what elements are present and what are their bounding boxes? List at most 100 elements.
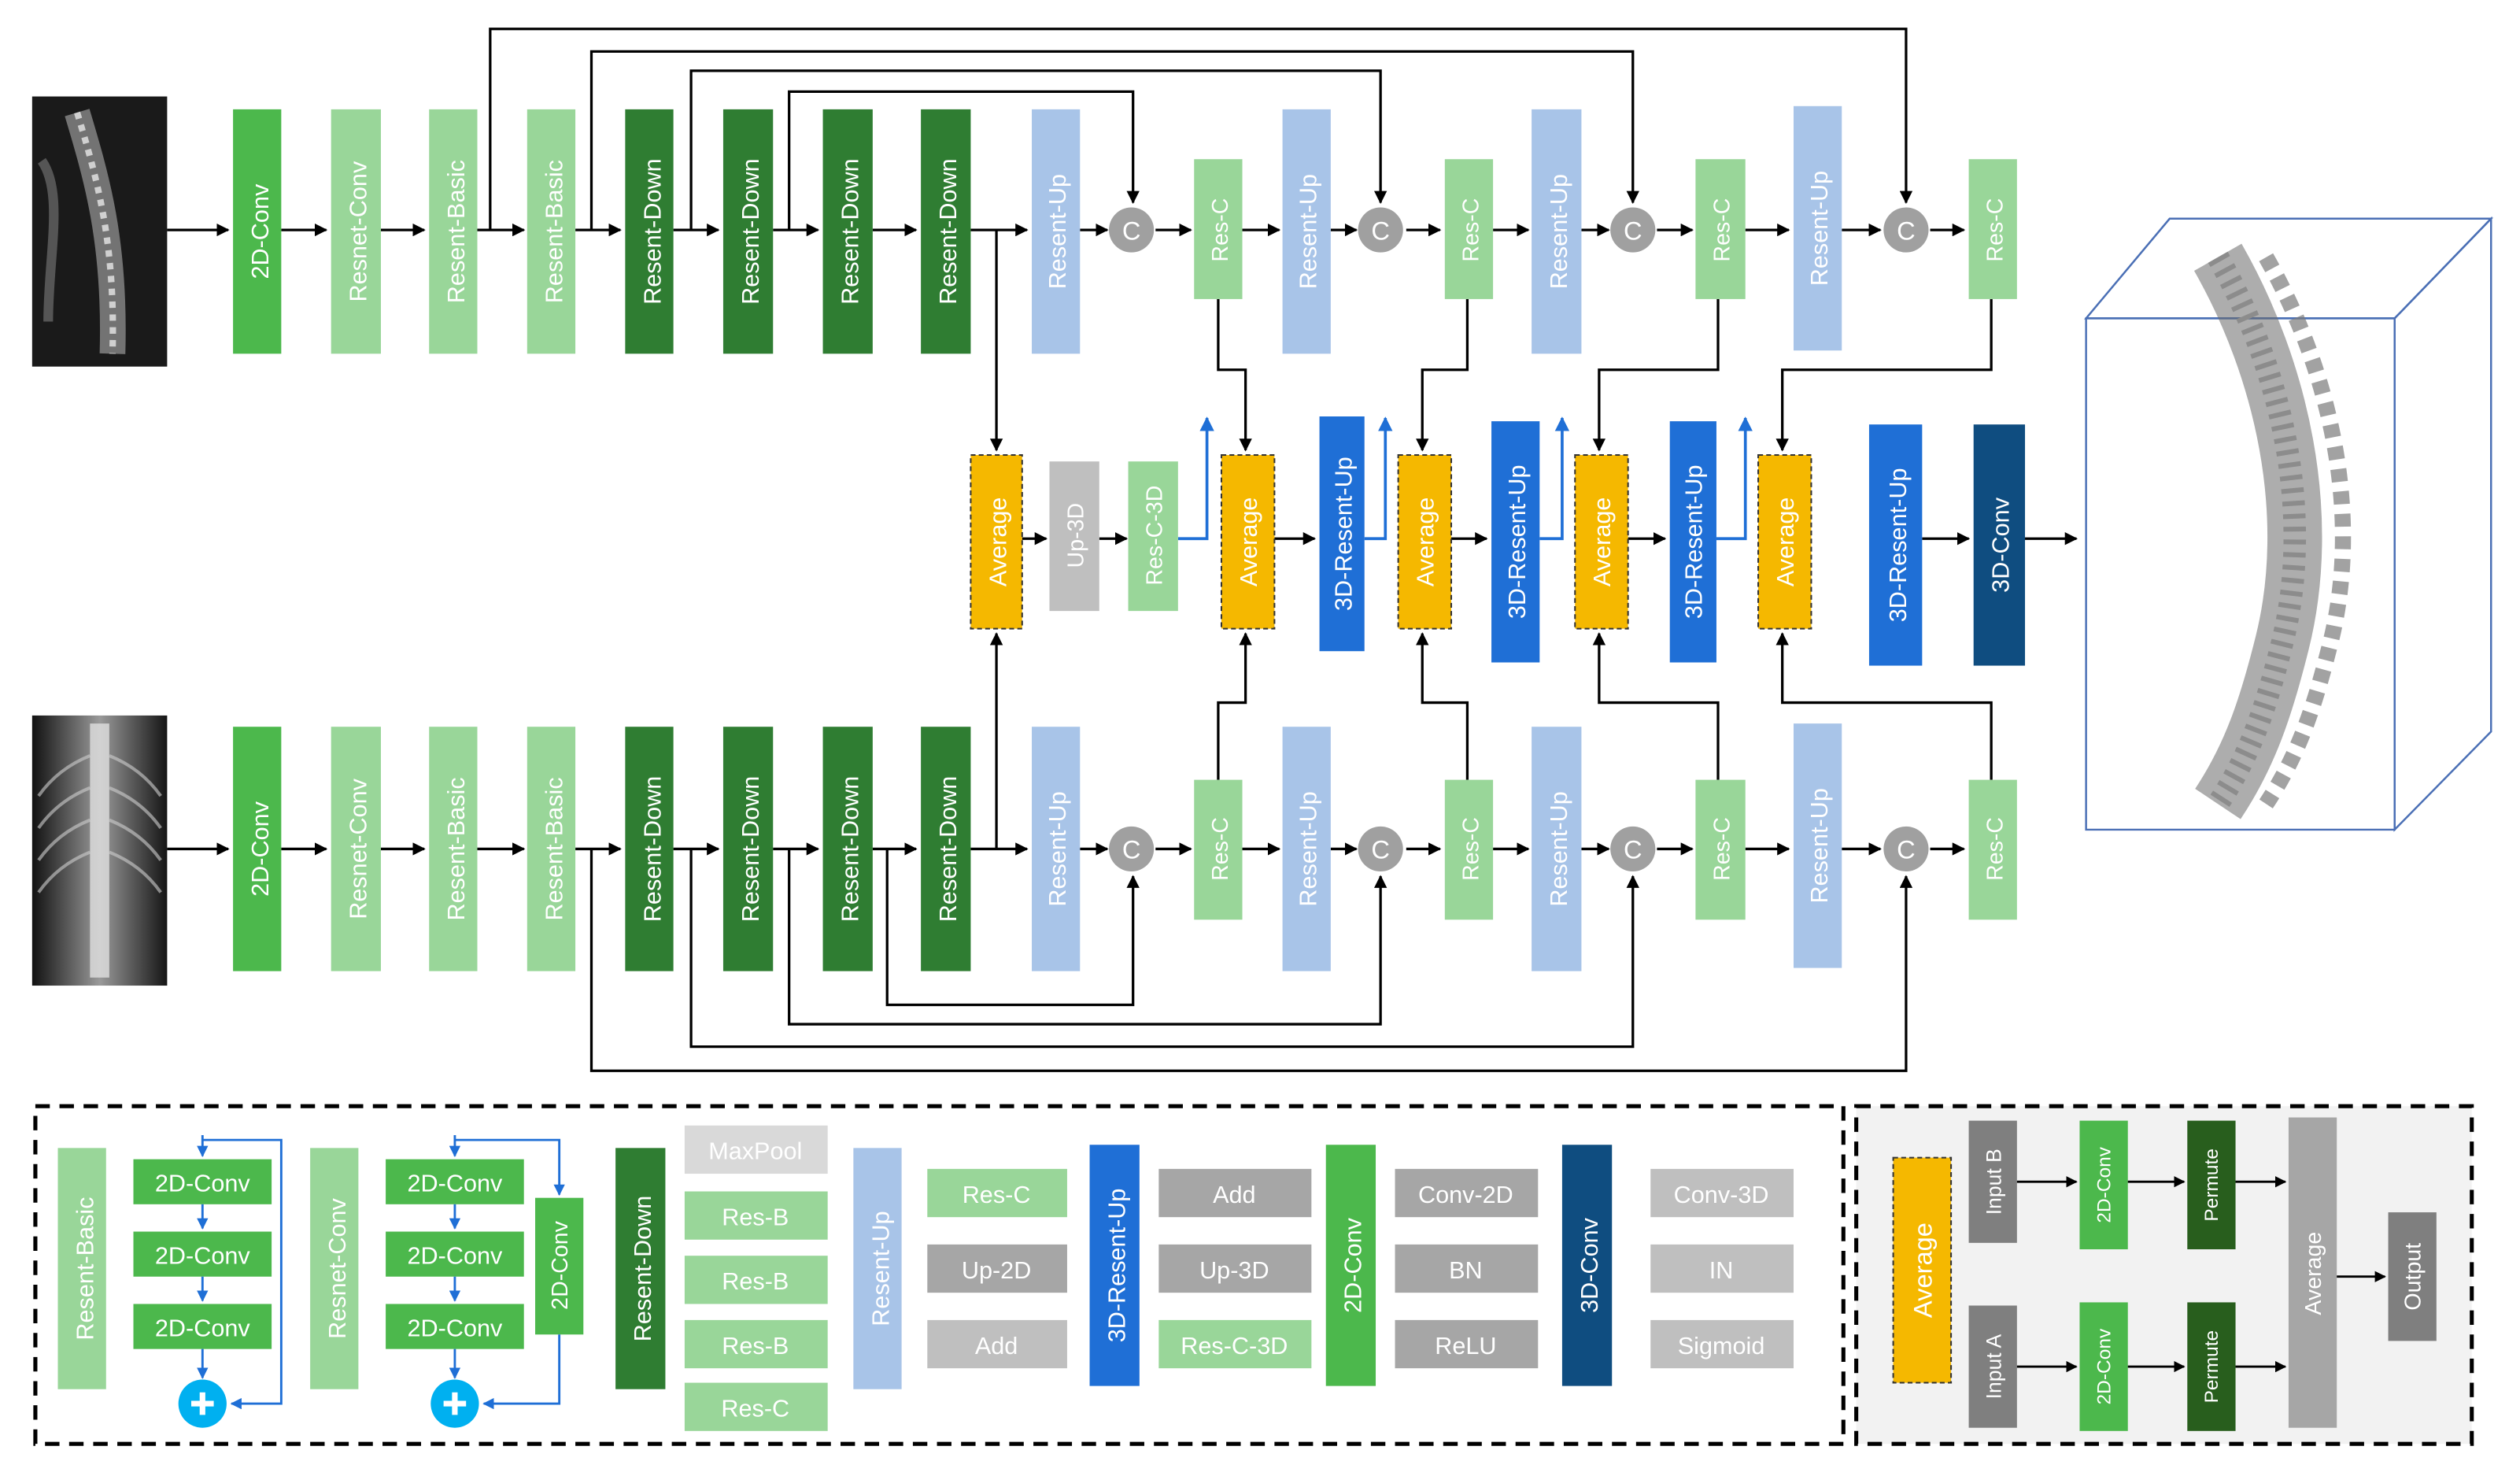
legend-resent-basic: Resent-Basic 2D-Conv 2D-Conv 2D-Conv [57, 1134, 283, 1428]
top-resent-up-block-3: Resent-Up [1532, 109, 1582, 354]
block-label: 2D-Conv [247, 801, 274, 897]
block-label: Res-C [1208, 817, 1233, 881]
legend-title: Resent-Up [867, 1211, 894, 1326]
layer-label: 2D-Conv [155, 1315, 251, 1341]
bottom-concat-node-2: C [1358, 826, 1403, 872]
top-resent-up-block-2: Resent-Up [1282, 109, 1331, 354]
layer-label: Res-B [722, 1268, 789, 1295]
layer-label: Add [1213, 1182, 1255, 1208]
bottom-concat-node-1: C [1109, 826, 1155, 872]
block-label: Resent-Down [935, 776, 962, 923]
bottom-res-c-block-1: Res-C [1194, 779, 1243, 920]
top-res-c-block-4: Res-C [1968, 159, 2017, 299]
lateral-xray-image [31, 96, 168, 367]
block-label: Average [1772, 498, 1799, 587]
block-label: Resent-Basic [541, 160, 568, 303]
layer-label: ReLU [1435, 1333, 1496, 1359]
block-label: Resnet-Conv [345, 161, 372, 301]
layer-label: Res-C [721, 1395, 789, 1422]
middle-average-block-1: Average [970, 454, 1023, 630]
legend-title: 3D-Conv [1576, 1217, 1603, 1313]
block-label: Average [985, 498, 1011, 587]
legend-resent-up: Resent-Up Res-C Up-2D Add [853, 1148, 1067, 1389]
bottom-res-c-block-3: Res-C [1695, 779, 1746, 920]
layer-label: 2D-Conv [407, 1315, 503, 1341]
block-label: Resent-Down [639, 158, 666, 305]
block-label: Res-C [1459, 817, 1484, 881]
top-resent-down-block-2: Resent-Down [722, 109, 774, 354]
block-label: Resnet-Conv [345, 778, 372, 919]
block-label: Resent-Up [1295, 174, 1321, 289]
block-label: Resent-Up [1546, 174, 1572, 289]
block-label: Resent-Up [1295, 791, 1321, 906]
middle-3d-resent-up-block-2: 3D-Resent-Up [1491, 421, 1540, 663]
conv-label: 2D-Conv [2093, 1146, 2115, 1223]
block-label: Resent-Up [1806, 788, 1833, 903]
bottom-resent-basic-block-1: Resent-Basic [429, 727, 478, 971]
top-concat-node-3: C [1610, 207, 1656, 253]
permute-label: Permute [2201, 1149, 2223, 1222]
middle-3d-resent-up-block-4: 3D-Resent-Up [1868, 424, 1923, 666]
legend-title: Resent-Down [630, 1196, 656, 1342]
concat-label: C [1624, 216, 1642, 245]
middle-up-3d-block: Up-3D [1049, 461, 1099, 612]
block-label: Resent-Basic [443, 160, 470, 303]
top-resent-up-block-1: Resent-Up [1032, 109, 1081, 354]
legend-title: Average [1908, 1223, 1938, 1318]
block-label: 3D-Resent-Up [1681, 464, 1708, 619]
top-resent-down-block-3: Resent-Down [822, 109, 873, 354]
bottom-res-c-block-2: Res-C [1444, 779, 1494, 920]
top-resent-down-block-1: Resent-Down [625, 109, 674, 354]
block-label: Resent-Basic [541, 777, 568, 920]
bottom-resent-up-block-2: Resent-Up [1282, 727, 1331, 971]
block-label: 3D-Resent-Up [1885, 468, 1912, 623]
legend-title: 3D-Resent-Up [1103, 1189, 1130, 1343]
middle-average-block-5: Average [1757, 454, 1812, 630]
avg-label: Average [2301, 1232, 2326, 1315]
top-res-c-block-1: Res-C [1194, 159, 1243, 299]
block-label: Resent-Down [737, 158, 764, 305]
top-resnet-conv-block: Resnet-Conv [331, 109, 381, 354]
bottom-res-c-block-4: Res-C [1968, 779, 2017, 920]
legend-title: Resent-Basic [72, 1197, 98, 1340]
side-conv-label: 2D-Conv [548, 1220, 573, 1309]
middle-row-blocks: Average Up-3D Res-C-3D Average 3D-Resent… [970, 416, 2026, 666]
blue-connectors [1177, 416, 1753, 541]
top-resent-down-block-4: Resent-Down [921, 109, 971, 354]
top-concat-node-4: C [1883, 207, 1929, 253]
bottom-concat-node-4: C [1883, 826, 1929, 872]
block-label: Res-C [1709, 198, 1735, 262]
legend-average: Average Input B Input A 2D-Conv 2D-Conv … [1892, 1117, 2437, 1431]
block-label: Res-C [1208, 198, 1233, 262]
top-concat-node-2: C [1358, 207, 1403, 253]
bottom-row-blocks: 2D-Conv Resnet-Conv Resent-Basic Resent-… [233, 723, 2017, 971]
block-label: Resent-Up [1044, 174, 1071, 289]
layer-label: Up-3D [1199, 1257, 1269, 1284]
concat-label: C [1624, 835, 1642, 864]
bottom-resent-up-block-4: Resent-Up [1793, 723, 1842, 968]
block-label: Res-C-3D [1142, 486, 1167, 586]
top-concat-node-1: C [1109, 207, 1155, 253]
bottom-2d-conv-block: 2D-Conv [233, 727, 282, 971]
block-label: 3D-Resent-Up [1330, 457, 1357, 611]
concat-label: C [1371, 216, 1390, 245]
bottom-resent-up-block-1: Resent-Up [1032, 727, 1081, 971]
bottom-concat-node-3: C [1610, 826, 1656, 872]
layer-label: MaxPool [708, 1138, 802, 1165]
bottom-resent-down-block-1: Resent-Down [625, 727, 674, 971]
layer-label: Res-C-3D [1181, 1333, 1288, 1359]
block-label: Resent-Down [639, 776, 666, 923]
legend-panel: Resent-Basic 2D-Conv 2D-Conv 2D-Conv Res… [33, 1104, 2474, 1446]
block-label: Resent-Basic [443, 777, 470, 920]
3d-spine-output [2084, 216, 2494, 832]
layer-label: 2D-Conv [407, 1170, 503, 1197]
layer-label: 2D-Conv [155, 1170, 251, 1197]
block-label: 3D-Resent-Up [1504, 464, 1531, 619]
legend-title: Resnet-Conv [324, 1197, 351, 1338]
layer-label: Res-C [963, 1182, 1031, 1208]
concat-label: C [1897, 835, 1916, 864]
block-label: Resent-Up [1044, 791, 1071, 906]
top-resent-up-block-4: Resent-Up [1793, 105, 1842, 351]
middle-res-c-3d-block: Res-C-3D [1128, 461, 1178, 612]
